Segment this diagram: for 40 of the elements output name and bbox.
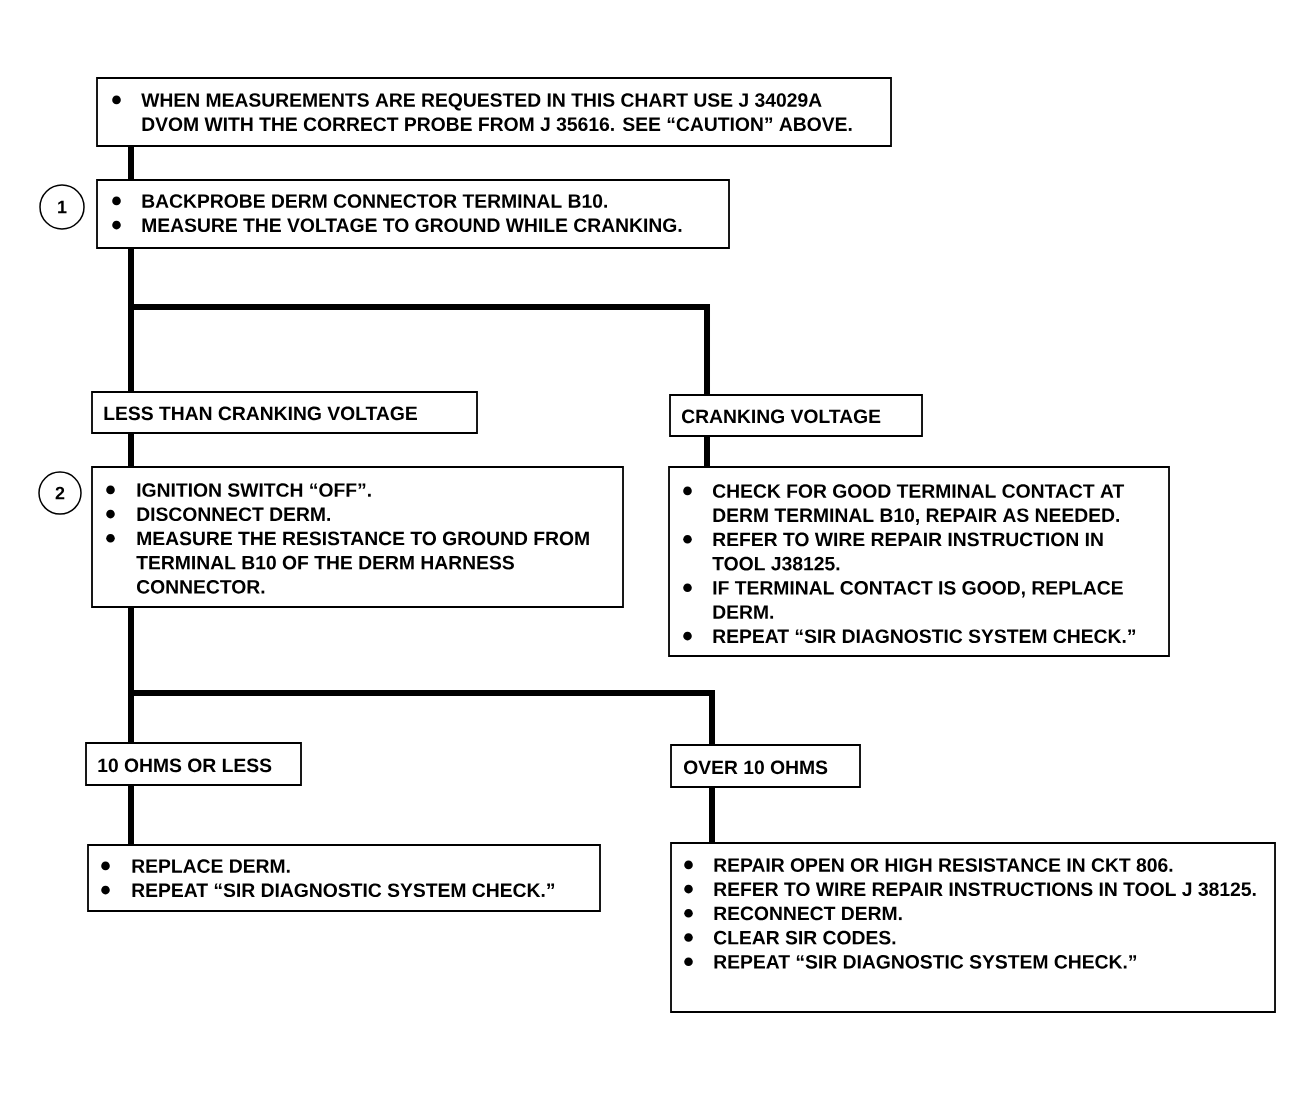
connector-line xyxy=(709,787,715,843)
instruction-box xyxy=(91,466,624,608)
instruction-box xyxy=(96,77,892,147)
instruction-box xyxy=(96,179,730,249)
connector-line xyxy=(128,607,134,693)
step-number: 2 xyxy=(38,471,82,515)
instruction-text: REPEAT “SIR DIAGNOSTIC SYSTEM CHECK.” xyxy=(713,629,1136,644)
result-box: CRANKING VOLTAGE xyxy=(669,394,923,437)
instruction-box xyxy=(668,466,1170,657)
instruction-text: RECONNECT DERM. xyxy=(714,906,902,921)
result-box: OVER 10 OHMS xyxy=(670,744,861,788)
instruction-box xyxy=(87,844,601,912)
connector-line xyxy=(131,304,710,395)
connector-line xyxy=(128,433,134,467)
instruction-text: DISCONNECT DERM. xyxy=(137,507,330,522)
instruction-text: REFER TO WIRE REPAIR INSTRUCTION IN TOOL J38125. xyxy=(712,532,1103,571)
connector-line xyxy=(128,307,134,392)
result-box: 10 OHMS OR LESS xyxy=(85,742,302,786)
connector-line xyxy=(128,248,134,307)
connector-line xyxy=(131,690,715,745)
instruction-text: MEASURE THE RESISTANCE TO GROUND FROM TERMINAL B10 OF THE DERM HARNESS CONNECTOR. xyxy=(136,531,589,594)
instruction-text: BACKPROBE DERM CONNECTOR TERMINAL B10. xyxy=(142,194,607,208)
instruction-text: CLEAR SIR CODES. xyxy=(714,930,896,945)
instruction-text: REPAIR OPEN OR HIGH RESISTANCE IN CKT 806. xyxy=(714,858,1173,872)
connector-line xyxy=(128,693,134,743)
connector-line xyxy=(128,785,134,845)
instruction-text: REFER TO WIRE REPAIR INSTRUCTIONS IN TOOL J 38125. xyxy=(714,882,1256,897)
instruction-text: CHECK FOR GOOD TERMINAL CONTACT AT DERM TERMINAL B10, REPAIR AS NEEDED. xyxy=(713,484,1125,525)
connector-line xyxy=(128,146,134,180)
instruction-text: MEASURE THE VOLTAGE TO GROUND WHILE CRANKING. xyxy=(142,218,682,233)
instruction-box xyxy=(670,842,1276,1013)
instruction-text: REPEAT “SIR DIAGNOSTIC SYSTEM CHECK.” xyxy=(132,883,555,898)
instruction-text: WHEN MEASUREMENTS ARE REQUESTED IN THIS CHART USE J 34029A DVOM WITH THE CORRECT PROBE FROM J 35616. SEE “CAUTION” ABOVE. xyxy=(141,93,852,132)
step-number: 1 xyxy=(39,184,85,230)
result-box: LESS THAN CRANKING VOLTAGE xyxy=(91,391,478,434)
instruction-text: REPLACE DERM. xyxy=(132,859,290,873)
connector-line xyxy=(704,436,710,467)
instruction-text: IF TERMINAL CONTACT IS GOOD, REPLACE DERM. xyxy=(713,581,1123,619)
instruction-text: REPEAT “SIR DIAGNOSTIC SYSTEM CHECK.” xyxy=(714,955,1137,969)
instruction-text: IGNITION SWITCH “OFF”. xyxy=(137,483,371,497)
